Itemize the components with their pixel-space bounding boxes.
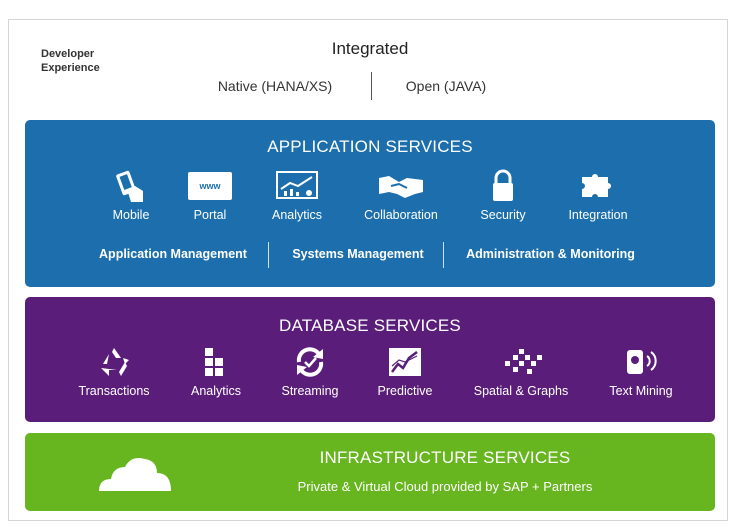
db-item-transactions: Transactions — [59, 344, 169, 398]
app-item-integration: Integration — [543, 168, 653, 222]
recycle-icon — [59, 344, 169, 380]
app-item-label: Security — [480, 208, 526, 222]
handshake-icon — [346, 168, 456, 204]
db-item-label: Analytics — [190, 384, 242, 398]
app-item-collaboration: Collaboration — [346, 168, 456, 222]
cloud-icon — [95, 453, 175, 498]
app-item-analytics: Analytics — [242, 168, 352, 222]
portal-icon: www — [155, 168, 265, 204]
db-item-label: Spatial & Graphs — [473, 384, 569, 398]
blocks-icon — [161, 344, 271, 380]
db-item-label: Text Mining — [609, 384, 673, 398]
db-item-label: Streaming — [281, 384, 339, 398]
developer-experience-label: Developer Experience — [41, 48, 100, 74]
mgmt-divider — [443, 242, 444, 268]
db-item-spatial-graphs: Spatial & Graphs — [466, 344, 576, 398]
app-item-label: Analytics — [271, 208, 323, 222]
mgmt-divider — [268, 242, 269, 268]
puzzle-icon — [543, 168, 653, 204]
lock-icon — [448, 168, 558, 204]
application-services-title: APPLICATION SERVICES — [267, 137, 473, 156]
app-item-label: Portal — [193, 208, 227, 222]
db-item-analytics: Analytics — [161, 344, 271, 398]
db-item-label: Predictive — [377, 384, 433, 398]
trend-chart-icon — [350, 344, 460, 380]
app-item-security: Security — [448, 168, 558, 222]
scatter-icon — [466, 344, 576, 380]
database-services-title: DATABASE SERVICES — [279, 316, 461, 335]
db-item-text-mining: Text Mining — [586, 344, 696, 398]
app-item-label: Mobile — [112, 208, 150, 222]
infrastructure-services-subtitle: Private & Virtual Cloud provided by SAP … — [297, 479, 593, 494]
sync-icon — [255, 344, 365, 380]
app-item-label: Integration — [568, 208, 628, 222]
app-item-label: Collaboration — [364, 208, 438, 222]
application-services-panel: APPLICATION SERVICES Mobile www Portal — [25, 120, 715, 287]
open-option: Open (JAVA) — [405, 78, 487, 94]
db-item-predictive: Predictive — [350, 344, 460, 398]
voice-icon — [586, 344, 696, 380]
native-option: Native (HANA/XS) — [217, 78, 333, 94]
db-item-label: Transactions — [78, 384, 150, 398]
app-item-portal: www Portal — [155, 168, 265, 222]
systems-management: Systems Management — [292, 247, 424, 261]
analytics-chart-icon — [242, 168, 352, 204]
infrastructure-services-panel: INFRASTRUCTURE SERVICES Private & Virtua… — [25, 433, 715, 511]
dev-divider — [371, 72, 372, 100]
mobile-icon — [76, 168, 186, 204]
database-services-panel: DATABASE SERVICES Transactions Analytics — [25, 297, 715, 422]
administration-monitoring: Administration & Monitoring — [466, 247, 635, 261]
integrated-heading: Integrated — [331, 39, 409, 58]
app-item-mobile: Mobile — [76, 168, 186, 222]
db-item-streaming: Streaming — [255, 344, 365, 398]
infrastructure-services-title: INFRASTRUCTURE SERVICES — [319, 448, 571, 467]
application-management: Application Management — [99, 247, 247, 261]
